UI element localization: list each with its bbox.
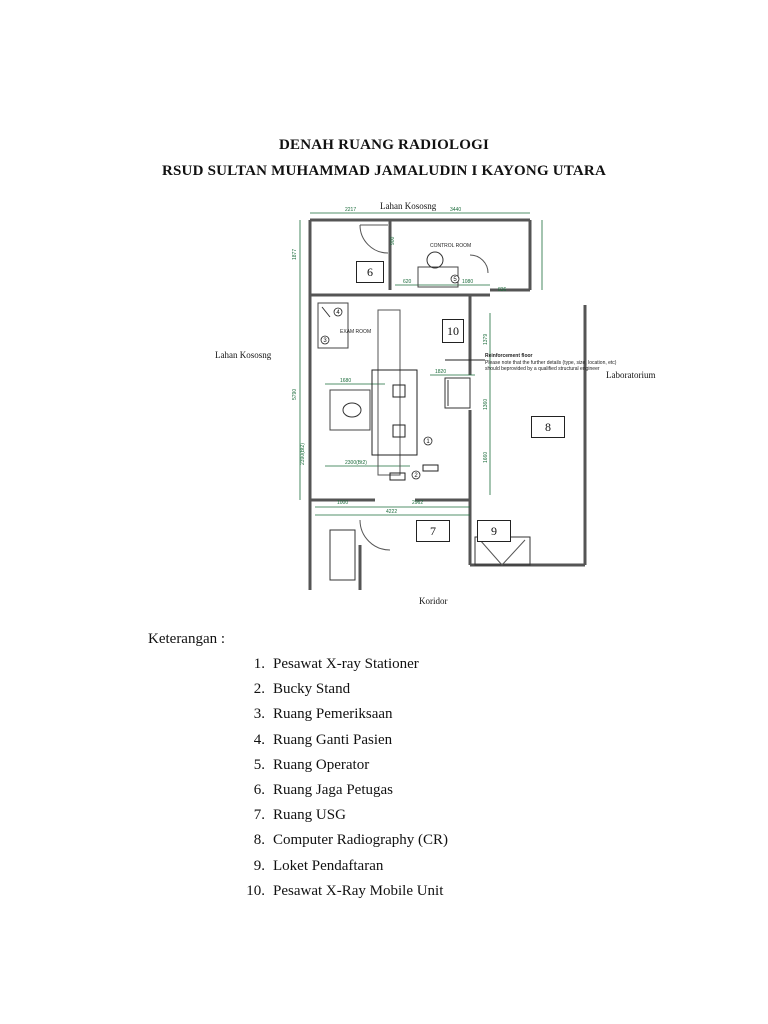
marker-3: 3 <box>323 338 327 344</box>
dim-text-2390: 2390(Bt2) <box>300 443 306 465</box>
dim-text-1080: 1080 <box>462 279 473 285</box>
dim-text-2300: 2300(Bt2) <box>345 460 367 466</box>
exam-room-label: EXAM ROOM <box>340 329 371 335</box>
control-room-walls <box>308 218 532 295</box>
list-item-number: 6. <box>253 781 265 798</box>
document-title: DENAH RUANG RADIOLOGI <box>278 137 490 153</box>
tube-head <box>342 402 362 418</box>
dim-text-4222: 4222 <box>386 509 397 515</box>
legend-list: 1.Pesawat X-ray Stationer 2.Bucky Stand … <box>234 656 448 908</box>
list-item-text: Computer Radiography (CR) <box>273 832 448 849</box>
dim-text-1379: 1379 <box>483 334 489 345</box>
device-b <box>392 424 406 438</box>
list-item-text: Ruang Jaga Petugas <box>273 781 393 798</box>
document-subtitle: RSUD SULTAN MUHAMMAD JAMALUDIN I KAYONG … <box>161 163 606 179</box>
dim-text-900: 900 <box>390 236 396 245</box>
legend-heading: Keterangan : <box>148 631 226 647</box>
room-number-6: 6 <box>356 261 384 283</box>
list-item-text: Ruang USG <box>273 807 346 824</box>
operator-chair <box>426 251 444 269</box>
room-number-7: 7 <box>416 520 450 542</box>
tube-area <box>329 389 371 431</box>
change-room <box>317 302 349 349</box>
list-item: 3. Ruang Pemeriksaan <box>234 706 448 731</box>
marker-4: 4 <box>336 310 340 316</box>
list-item-number: 2. <box>253 681 265 698</box>
list-item-number: 9. <box>253 857 265 874</box>
room-number-8: 8 <box>531 416 565 438</box>
control-room-label: CONTROL ROOM <box>430 243 471 249</box>
list-item-number: 3. <box>253 706 265 723</box>
dim-text-1000: 1000 <box>337 500 348 506</box>
list-item: 7. Ruang USG <box>234 807 448 832</box>
list-item: 2. Bucky Stand <box>234 681 448 706</box>
list-item: 8. Computer Radiography (CR) <box>234 832 448 857</box>
dim-text-836: 836 <box>498 287 507 293</box>
door-swing-right <box>469 254 489 274</box>
dim-text-5790: 5790 <box>292 389 298 400</box>
dim-text-620: 620 <box>403 279 412 285</box>
list-item: 9. Loket Pendaftaran <box>234 858 448 883</box>
door-swing-control <box>359 224 389 254</box>
bucky-stand-base <box>389 472 406 481</box>
list-item: 10. Pesawat X-Ray Mobile Unit <box>234 883 448 908</box>
list-item-number: 4. <box>253 731 265 748</box>
list-item: 6. Ruang Jaga Petugas <box>234 782 448 807</box>
list-item-text: Bucky Stand <box>273 681 351 698</box>
marker-2: 2 <box>414 473 418 479</box>
marker-2-circle <box>411 470 421 480</box>
dim-text-top-right: 3440 <box>450 207 461 213</box>
change-room-hanger <box>321 306 331 318</box>
reinforcement-note-1: Please note that the further details (ty… <box>485 360 617 366</box>
list-item-number: 5. <box>253 756 265 773</box>
list-item-text: Pesawat X-Ray Mobile Unit <box>273 882 444 899</box>
label-laboratory: Laboratorium <box>606 370 656 380</box>
dim-text-1360: 1360 <box>483 399 489 410</box>
list-item-number: 10. <box>246 882 265 899</box>
ceiling-rail <box>377 309 401 476</box>
list-item-text: Loket Pendaftaran <box>273 857 384 874</box>
marker-1: 1 <box>426 439 430 445</box>
room-number-9: 9 <box>477 520 511 542</box>
floor-plan-drawing: 1 2 3 4 5 CONTROL ROOM EXAM ROOM Reinfor… <box>292 207 617 590</box>
xray-table <box>371 369 418 456</box>
dim-text-1660: 1660 <box>483 452 489 463</box>
marker-3-circle <box>320 335 330 345</box>
list-item-number: 8. <box>253 832 265 849</box>
exam-room-walls <box>308 288 530 502</box>
dim-text-1820: 1820 <box>435 369 446 375</box>
dim-text-2962: 2962 <box>412 500 423 506</box>
list-item-number: 7. <box>253 807 265 824</box>
label-top-vacant-land: Lahan Kososng <box>380 201 437 211</box>
usg-bed <box>329 529 356 581</box>
list-item-text: Ruang Operator <box>273 756 370 773</box>
label-corridor: Koridor <box>419 596 448 606</box>
list-item-text: Ruang Ganti Pasien <box>273 731 393 748</box>
corridor-walls <box>308 500 362 590</box>
label-left-vacant-land: Lahan Kososng <box>215 350 272 360</box>
counter-doors <box>479 539 526 566</box>
reinforcement-note-2: should beprovided by a qualified structu… <box>485 366 600 372</box>
marker-1-circle <box>423 436 433 446</box>
device-a <box>392 384 406 398</box>
marker-5-circle <box>450 274 460 284</box>
list-item: 1. Pesawat X-ray Stationer <box>234 656 448 681</box>
exam-door-frame <box>444 377 471 409</box>
marker-5: 5 <box>453 277 457 283</box>
list-item-text: Ruang Pemeriksaan <box>273 706 393 723</box>
corridor-door-swing <box>359 519 391 551</box>
list-item-text: Pesawat X-ray Stationer <box>273 656 419 672</box>
reinforcement-title: Reinforcement floor <box>485 353 533 359</box>
dim-text-top-left: 2217 <box>345 207 356 213</box>
list-item: 5. Ruang Operator <box>234 757 448 782</box>
dim-text-1680: 1680 <box>340 378 351 384</box>
floor-plan: 1 2 3 4 5 CONTROL ROOM EXAM ROOM Reinfor… <box>200 195 670 615</box>
dimension-lines <box>299 212 543 516</box>
dim-text-1877: 1877 <box>292 249 298 260</box>
marker-4-circle <box>333 307 343 317</box>
list-item-number: 1. <box>253 656 265 672</box>
bucky-stand-aux <box>422 464 439 472</box>
room-number-10: 10 <box>442 319 464 343</box>
list-item: 4. Ruang Ganti Pasien <box>234 732 448 757</box>
